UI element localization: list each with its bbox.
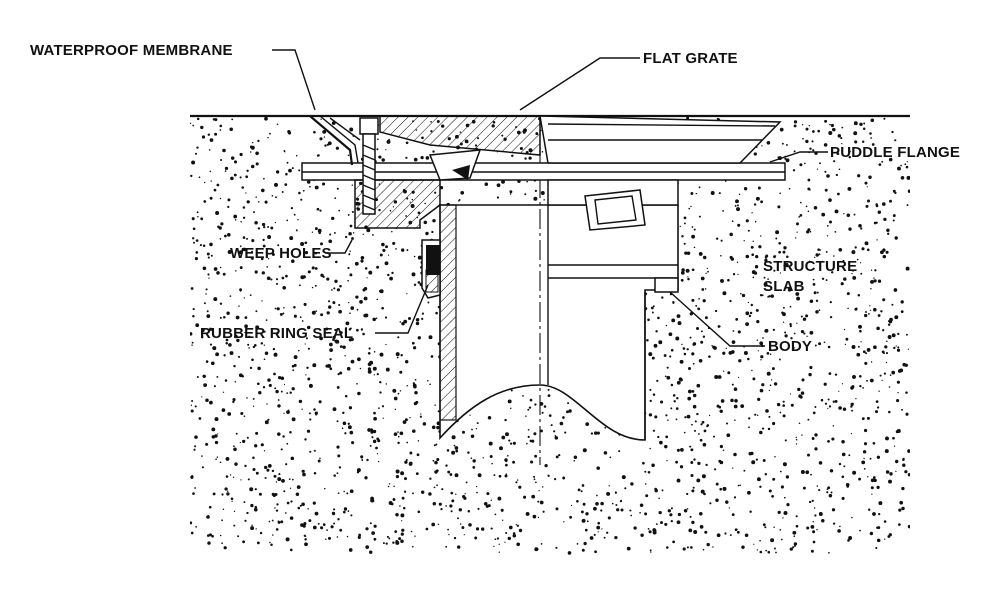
label-puddle-flange: PUDDLE FLANGE — [830, 144, 960, 161]
label-waterproof-membrane: WATERPROOF MEMBRANE — [30, 42, 233, 59]
label-flat-grate: FLAT GRATE — [643, 50, 738, 67]
rubber-ring-seal-part — [421, 239, 441, 299]
leader-lines — [272, 49, 828, 347]
label-slab: SLAB — [763, 278, 805, 295]
flange-lug — [584, 189, 646, 231]
clamp-bolt — [359, 117, 379, 215]
label-rubber-ring-seal: RUBBER RING SEAL — [200, 325, 353, 342]
label-body: BODY — [768, 338, 812, 355]
label-structure: STRUCTURE — [763, 258, 857, 275]
labels: WATERPROOF MEMBRANE FLAT GRATE PUDDLE FL… — [30, 42, 960, 355]
membrane-layers — [309, 115, 361, 166]
flat-grate-part — [379, 115, 541, 156]
concrete-speckle — [190, 116, 910, 555]
body-step — [654, 277, 679, 293]
clamp-collar — [354, 149, 482, 229]
body-wall-section — [439, 204, 457, 421]
puddle-flange-part — [301, 162, 786, 231]
grate-frame — [539, 115, 782, 164]
drain-body — [439, 116, 679, 465]
label-weep-holes: WEEP HOLES — [230, 245, 332, 262]
